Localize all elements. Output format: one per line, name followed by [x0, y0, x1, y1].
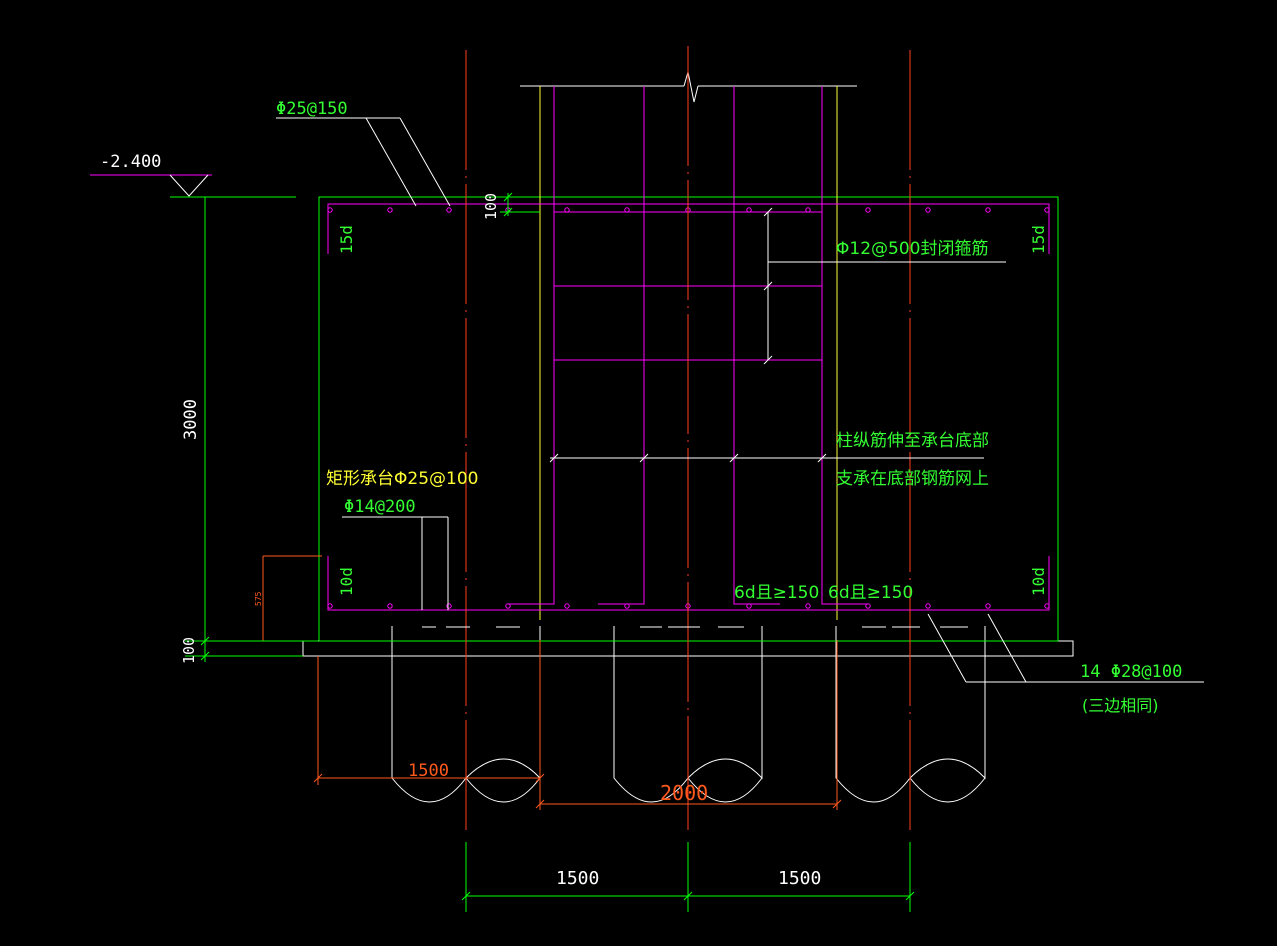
height-dimension — [185, 197, 318, 662]
bottom-rebar-dot-1 — [387, 603, 393, 609]
pile-2000-label: 2000 — [660, 781, 708, 805]
anchor-6d-left-label: 6d且≥150 — [734, 583, 819, 603]
hook-15d-right-label: 15d — [1029, 225, 1048, 254]
top-bar-label: Φ25@150 — [276, 99, 348, 119]
top-rebar-dot-7 — [746, 207, 752, 213]
top-cover-dimension — [500, 192, 540, 217]
bottom-cover-label: 100 — [180, 637, 198, 664]
top-rebar-dots — [327, 207, 1050, 213]
bottom-rebar-dots — [327, 603, 1050, 609]
bottom-rebar-dot-9 — [865, 603, 871, 609]
top-rebar-dot-5 — [624, 207, 630, 213]
stirrup-dimension — [763, 207, 1006, 365]
top-rebar-dot-11 — [985, 207, 991, 213]
pile-dimension — [313, 640, 842, 810]
bottom-bar-note: (三边相同) — [1082, 696, 1159, 715]
top-rebar-dot-8 — [805, 207, 811, 213]
bottom-rebar-dot-7 — [746, 603, 752, 609]
side-bar-leader — [342, 516, 449, 610]
top-cover-label: 100 — [482, 193, 500, 220]
cap-bar-label: 矩形承台Φ25@100 — [326, 469, 478, 489]
bottom-bar-label: 14 Φ28@100 — [1080, 662, 1182, 682]
hook-15d-left-label: 15d — [337, 225, 356, 254]
stirrup-label: Φ12@500封闭箍筋 — [836, 239, 988, 259]
small-dim-label: 575 — [254, 591, 263, 606]
pile-left-inner-arc — [465, 777, 541, 803]
top-rebar-dot-12 — [1044, 207, 1050, 213]
top-rebar-dot-10 — [925, 207, 931, 213]
elevation-marker — [90, 174, 296, 198]
bottom-rebar-dot-2 — [446, 603, 452, 609]
top-rebar-dot-2 — [446, 207, 452, 213]
bottom-rebar-dot-11 — [985, 603, 991, 609]
bottom-rebar-dot-12 — [1044, 603, 1050, 609]
top-rebar-dot-4 — [564, 207, 570, 213]
pile-middle-inner-arc — [687, 777, 763, 803]
top-rebar-dot-9 — [865, 207, 871, 213]
top-rebar-dot-1 — [387, 207, 393, 213]
small-dimension — [262, 555, 322, 641]
column — [520, 71, 857, 620]
axis-dimension — [461, 842, 915, 912]
top-rebar-dot-0 — [327, 207, 333, 213]
top-bar-leader — [276, 117, 451, 207]
axis-1500-left-label: 1500 — [556, 868, 599, 889]
elevation-label: -2.400 — [100, 152, 161, 172]
hook-10d-left-label: 10d — [337, 567, 356, 596]
bottom-bar-leader — [927, 613, 1204, 683]
axis-1500-right-label: 1500 — [778, 868, 821, 889]
bottom-rebar-dot-4 — [564, 603, 570, 609]
column-bar-leader — [549, 453, 984, 463]
hook-10d-right-label: 10d — [1029, 567, 1048, 596]
pile-1500-label: 1500 — [408, 761, 449, 781]
bottom-rebar-dot-0 — [327, 603, 333, 609]
bottom-rebar-dot-10 — [925, 603, 931, 609]
bottom-rebar-dot-5 — [624, 603, 630, 609]
pile-right-inner-arc — [909, 777, 986, 803]
bottom-rebar-dot-8 — [805, 603, 811, 609]
axis-lines — [465, 46, 911, 830]
height-3000-label: 3000 — [181, 399, 201, 440]
anchor-6d-right-label: 6d且≥150 — [828, 583, 913, 603]
side-bar-label: Φ14@200 — [344, 497, 416, 517]
column-bar-note-1: 柱纵筋伸至承台底部 — [836, 431, 989, 451]
bottom-rebar-dot-3 — [505, 603, 511, 609]
column-bar-note-2: 支承在底部钢筋网上 — [836, 469, 989, 489]
